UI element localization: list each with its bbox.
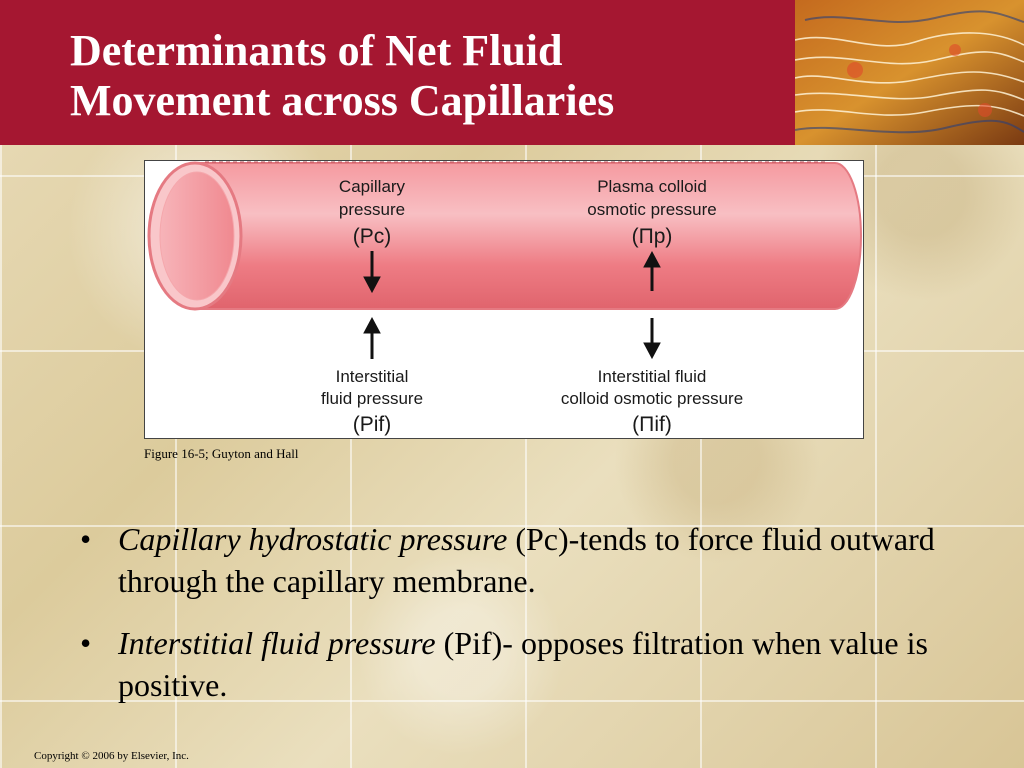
title-line-1: Determinants of Net Fluid <box>70 26 563 75</box>
piif-label-line1: Interstitial fluid <box>598 367 707 386</box>
bullet-item: • Capillary hydrostatic pressure (Pc)-te… <box>80 518 940 602</box>
figure-caption: Figure 16-5; Guyton and Hall <box>144 446 299 461</box>
pip-label-line1: Plasma colloid <box>597 177 707 196</box>
bullet-item: • Interstitial fluid pressure (Pif)- opp… <box>80 622 940 706</box>
bullet-icon: • <box>80 625 92 661</box>
bullet-term: Interstitial fluid pressure <box>118 625 436 661</box>
decorative-texture-image <box>795 0 1024 145</box>
pif-label-line1: Interstitial <box>336 367 409 386</box>
capillary-figure: Capillary pressure (Pc) Plasma colloid o… <box>144 160 864 439</box>
bullet-text: (Pc)-tends to force fluid outward throug… <box>118 521 935 599</box>
pif-label-line3: (Pif) <box>353 413 392 436</box>
bullet-text: (Pif)- opposes filtration when value is … <box>118 625 928 703</box>
bullet-term: Capillary hydrostatic pressure <box>118 521 508 557</box>
copyright-notice: Copyright © 2006 by Elsevier, Inc. <box>34 750 189 762</box>
pip-label-line2: osmotic pressure <box>587 200 716 219</box>
pip-arrow <box>643 250 661 291</box>
bullet-icon: • <box>80 521 92 557</box>
title-line-2: Movement across Capillaries <box>70 76 615 125</box>
pip-label-line3: (Πp) <box>632 225 673 248</box>
capillary-tube <box>194 162 862 310</box>
pc-label-line3: (Pc) <box>353 225 392 248</box>
pc-label-line2: pressure <box>339 200 405 219</box>
capillary-diagram: Capillary pressure (Pc) Plasma colloid o… <box>147 161 862 436</box>
pif-label-line2: fluid pressure <box>321 389 423 408</box>
bullet-list: • Capillary hydrostatic pressure (Pc)-te… <box>80 518 940 726</box>
piif-label-line2: colloid osmotic pressure <box>561 389 743 408</box>
pif-arrow <box>363 316 381 359</box>
title-banner: Determinants of Net Fluid Movement acros… <box>0 0 1024 145</box>
pc-arrow <box>363 251 381 294</box>
slide-title: Determinants of Net Fluid Movement acros… <box>70 26 770 126</box>
piif-arrow <box>643 318 661 360</box>
pc-label-line1: Capillary <box>339 177 406 196</box>
piif-label-line3: (Πif) <box>632 413 672 436</box>
